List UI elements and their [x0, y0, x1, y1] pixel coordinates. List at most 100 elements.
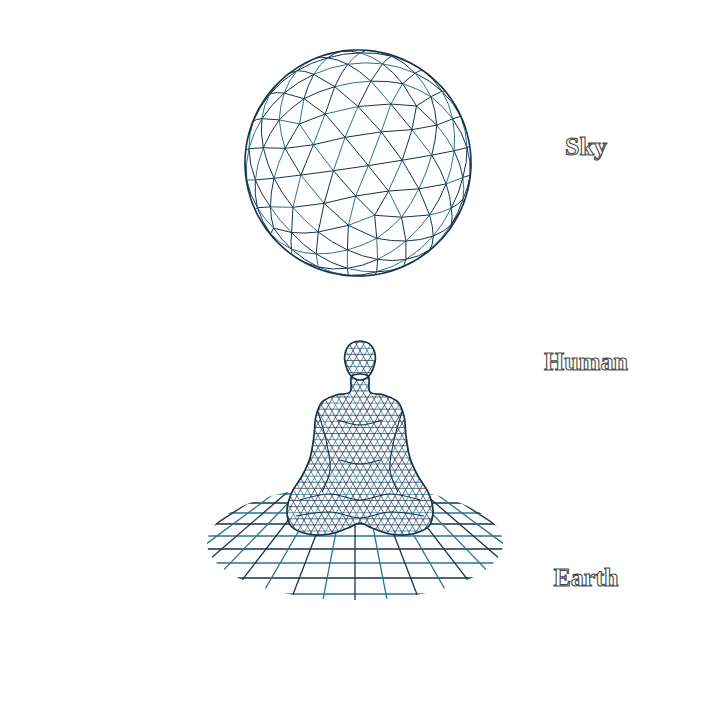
sphere-edge [271, 178, 275, 207]
mesh-line [0, 335, 68, 560]
mesh-line [270, 354, 450, 355]
figure-outline [287, 374, 433, 535]
mesh-line [270, 433, 450, 434]
sphere-edge [271, 206, 293, 207]
sphere-edge [304, 99, 325, 114]
sphere-edge [348, 64, 371, 81]
sphere-edge [360, 53, 382, 64]
sphere-edge [270, 71, 297, 94]
sphere-edge [451, 199, 463, 225]
mesh-line [0, 335, 40, 560]
mesh-line [169, 335, 299, 560]
mesh-line [365, 335, 495, 560]
sphere-edge [316, 254, 318, 267]
mesh-line [270, 543, 450, 544]
sphere-edge [381, 132, 402, 160]
sphere-edge [454, 151, 463, 178]
sphere-edge [348, 225, 376, 238]
sphere-edge [293, 175, 301, 207]
sphere-edge [446, 151, 454, 184]
sphere-edge [378, 241, 406, 259]
mesh-line [379, 335, 509, 560]
sphere-edge [419, 184, 446, 189]
sphere-edge [391, 104, 417, 106]
sphere-edge [406, 250, 430, 259]
sphere-edge [371, 81, 391, 104]
mesh-line [393, 335, 523, 560]
mesh-line [337, 335, 467, 560]
sphere-edge [284, 71, 297, 93]
human-figure [0, 330, 628, 560]
mesh-line [99, 335, 229, 560]
mesh-line [270, 421, 450, 422]
mesh-line [351, 335, 481, 560]
sphere-edge [263, 148, 274, 179]
mesh-line [0, 335, 54, 560]
sphere-edge [405, 241, 406, 259]
sphere-edge [348, 63, 383, 64]
mesh-line [400, 335, 530, 560]
mesh-line [113, 335, 243, 560]
sphere-edge [368, 166, 388, 191]
grid-line [117, 470, 306, 610]
sphere-edge [274, 148, 285, 178]
sphere-edge [301, 171, 333, 175]
sphere-edge [356, 166, 369, 196]
sphere-edge [437, 125, 454, 151]
sphere-edge [285, 124, 299, 148]
sphere-edge [284, 74, 314, 93]
sphere-edge [432, 151, 454, 155]
mesh-line [0, 335, 5, 560]
sphere-edge [446, 184, 451, 208]
mesh-line [330, 335, 460, 560]
sphere-edge [430, 215, 434, 236]
mesh-line [148, 335, 278, 560]
sphere-edge [406, 236, 433, 259]
sphere-edge [301, 175, 324, 203]
sphere-edge [377, 259, 406, 271]
sphere-edge [383, 56, 392, 64]
contour-line [296, 512, 424, 518]
mesh-line [57, 335, 187, 560]
mesh-line [414, 335, 544, 560]
sphere-edge [430, 184, 447, 215]
sphere-edge [381, 104, 391, 132]
mesh-line [270, 378, 450, 379]
sphere-edge [391, 104, 412, 130]
sphere-edge [432, 155, 446, 184]
mesh-line [270, 512, 450, 513]
mesh-line [270, 372, 450, 373]
sphere-edge [257, 208, 270, 234]
mesh-line [428, 335, 558, 560]
sphere-edge [402, 160, 419, 189]
sphere-edge [442, 91, 453, 119]
mesh-line [337, 335, 467, 560]
sphere-edge [406, 215, 430, 241]
mesh-line [0, 335, 75, 560]
mesh-line [85, 335, 215, 560]
mesh-line [134, 335, 264, 560]
sphere-edge [279, 120, 285, 148]
sphere-edge [324, 171, 333, 204]
mesh-line [22, 335, 152, 560]
sphere-edge [304, 74, 314, 98]
sphere-edge [402, 189, 419, 217]
sphere-edge [347, 259, 377, 268]
grid-line [83, 470, 299, 610]
mesh-line [372, 335, 502, 560]
mesh-line [0, 335, 19, 560]
sphere-edge [324, 203, 348, 225]
sphere-edge [402, 217, 406, 241]
sphere-edge [324, 196, 355, 203]
mesh-line [15, 335, 145, 560]
sphere-edge [333, 166, 368, 171]
mesh-line [379, 335, 509, 560]
sphere-edge [375, 215, 402, 217]
level-label: Sky [565, 132, 607, 162]
sphere-edge [271, 234, 292, 249]
sphere-edge [253, 94, 270, 121]
mesh-line [176, 335, 306, 560]
sphere-edge [318, 232, 347, 250]
sphere-edge [356, 196, 375, 215]
mesh-line [400, 335, 530, 560]
